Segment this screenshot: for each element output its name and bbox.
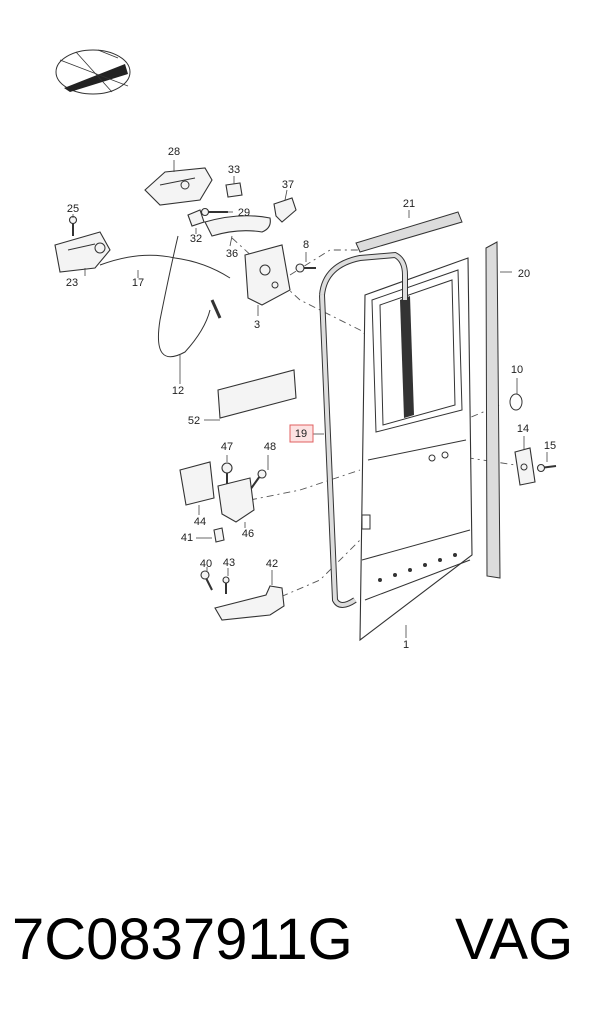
cable-12 bbox=[157, 235, 211, 358]
screw-15 bbox=[536, 463, 557, 473]
callout-10: 10 bbox=[511, 364, 523, 376]
door-panel bbox=[359, 257, 473, 642]
hinge-bracket bbox=[217, 477, 255, 523]
handle-cap bbox=[273, 197, 297, 223]
mounting-plate bbox=[179, 461, 215, 506]
callout-15: 15 bbox=[544, 440, 556, 452]
screw-8 bbox=[295, 263, 316, 273]
lock-motor bbox=[54, 231, 111, 273]
trim-strip bbox=[217, 369, 297, 419]
callout-25: 25 bbox=[67, 203, 79, 215]
callout-17: 17 bbox=[132, 277, 144, 289]
callout-19: 19 bbox=[295, 428, 307, 440]
door-lock bbox=[244, 244, 291, 306]
callout-44: 44 bbox=[194, 516, 206, 528]
part-number-label: 7C0837911G bbox=[12, 907, 353, 972]
brand-label: VAG bbox=[455, 907, 574, 972]
callout-36: 36 bbox=[226, 248, 238, 260]
callout-40: 40 bbox=[200, 558, 212, 570]
callout-12: 12 bbox=[172, 385, 184, 397]
callout-1: 1 bbox=[403, 639, 409, 651]
door-seal-highlighted-part bbox=[319, 251, 408, 608]
vertical-seal-strip bbox=[485, 241, 501, 579]
bolt-47 bbox=[221, 462, 233, 486]
bolt-43 bbox=[222, 576, 230, 594]
leader-lines bbox=[72, 160, 548, 638]
callout-14: 14 bbox=[517, 423, 529, 435]
callout-8: 8 bbox=[303, 239, 309, 251]
caption: 7C0837911G VAG bbox=[0, 895, 600, 985]
callout-52: 52 bbox=[188, 415, 200, 427]
orientation-symbol-icon bbox=[55, 49, 131, 95]
screw-29 bbox=[200, 207, 228, 217]
upper-seal-strip bbox=[355, 211, 463, 253]
callout-3: 3 bbox=[254, 319, 260, 331]
callout-labels: 1381012141517192021232528293233363740414… bbox=[66, 146, 556, 651]
callout-41: 41 bbox=[181, 532, 193, 544]
callout-46: 46 bbox=[242, 528, 254, 540]
bolt-48 bbox=[249, 469, 267, 491]
screw-25 bbox=[68, 215, 78, 236]
callout-48: 48 bbox=[264, 441, 276, 453]
callout-23: 23 bbox=[66, 277, 78, 289]
callout-37: 37 bbox=[282, 179, 294, 191]
callout-43: 43 bbox=[223, 557, 235, 569]
highlight-box-19 bbox=[289, 424, 314, 443]
callout-42: 42 bbox=[266, 558, 278, 570]
callout-29: 29 bbox=[238, 207, 250, 219]
callout-21: 21 bbox=[403, 198, 415, 210]
door-hinge bbox=[214, 585, 285, 621]
small-clip-41 bbox=[213, 527, 225, 543]
cover-cap bbox=[225, 182, 243, 198]
bolt-40 bbox=[200, 570, 213, 591]
callout-33: 33 bbox=[228, 164, 240, 176]
striker-plate bbox=[514, 447, 536, 486]
cable-17 bbox=[99, 254, 231, 279]
callout-20: 20 bbox=[518, 268, 530, 280]
callout-32: 32 bbox=[190, 233, 202, 245]
outer-handle bbox=[204, 215, 271, 237]
callout-28: 28 bbox=[168, 146, 180, 158]
bracket-32 bbox=[187, 209, 205, 227]
handle-bracket bbox=[144, 167, 213, 206]
callout-47: 47 bbox=[221, 441, 233, 453]
washer-10 bbox=[509, 393, 523, 411]
